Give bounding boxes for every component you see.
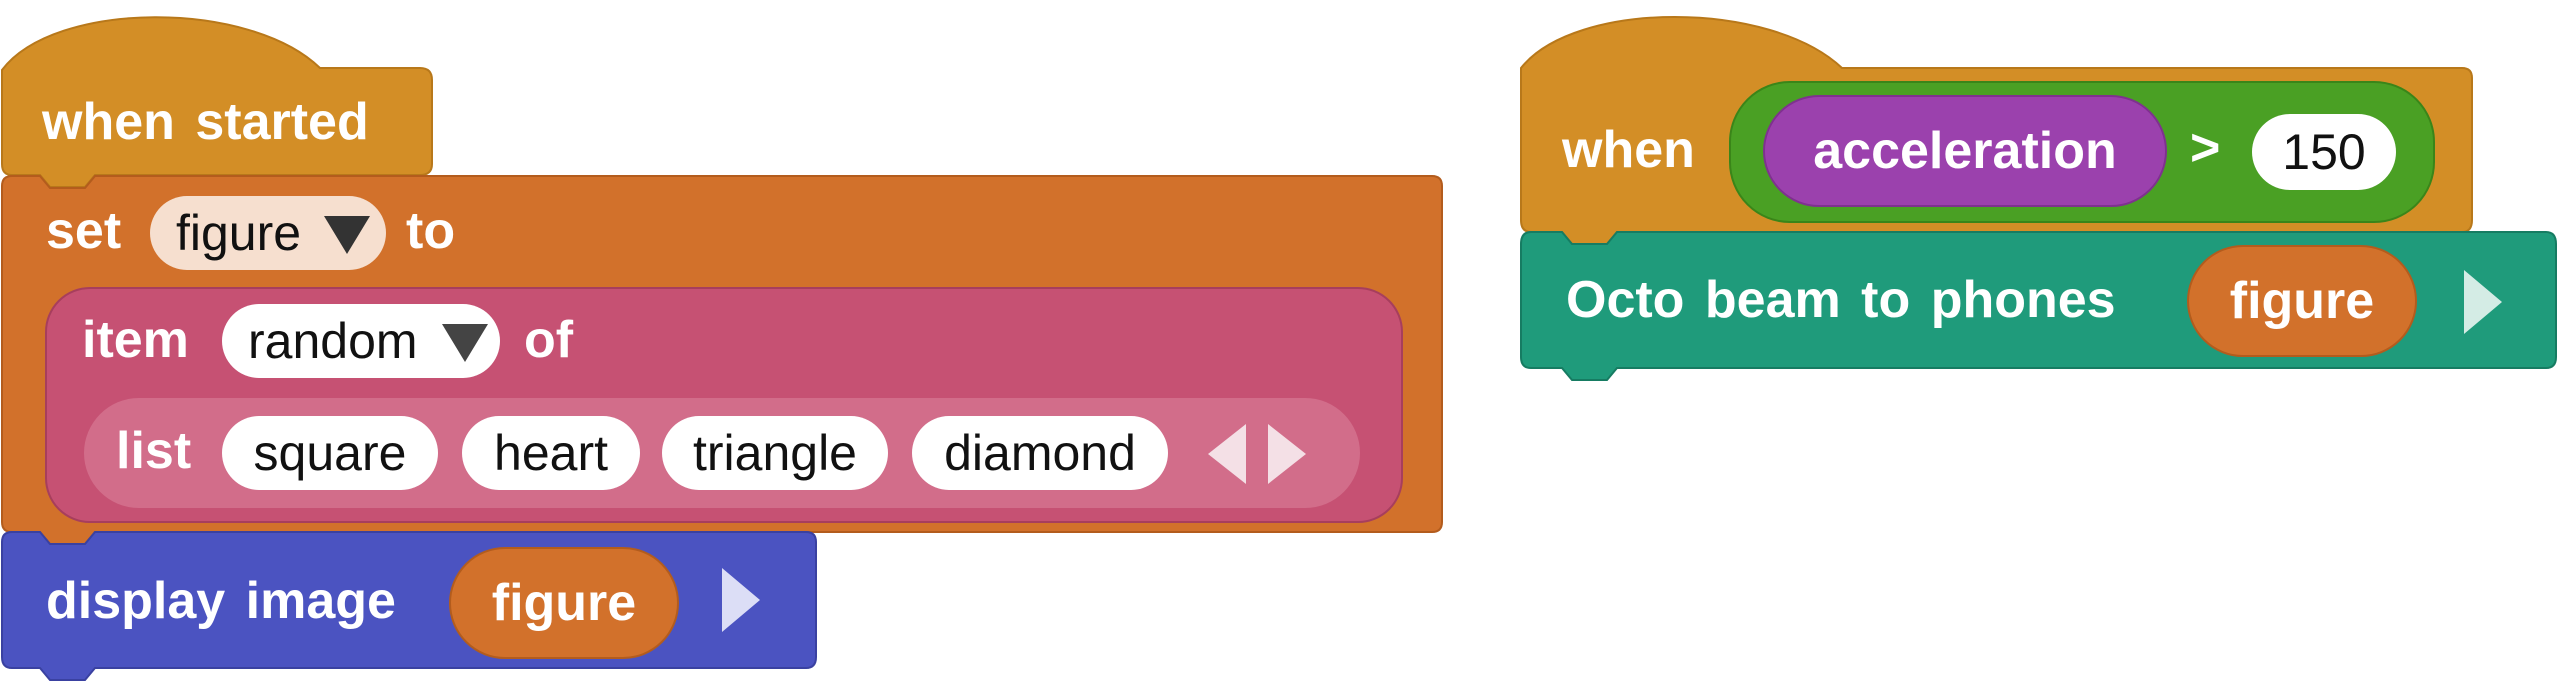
list-item-text: square: [253, 425, 407, 481]
when-label: when: [1562, 121, 1695, 179]
expand-arrow-icon[interactable]: [722, 568, 760, 632]
list-item-pill[interactable]: [222, 416, 438, 490]
threshold-number-input[interactable]: [2252, 114, 2396, 190]
beam-figure-text: figure: [2229, 272, 2375, 330]
add-item-arrow-icon[interactable]: [1268, 424, 1306, 484]
index-dropdown[interactable]: [222, 304, 500, 378]
acceleration-sensor-text: acceleration: [1813, 122, 2117, 180]
index-dropdown-value: random: [248, 313, 418, 369]
octo-beam-label: Octo beam to phones: [1566, 271, 2116, 329]
variable-dropdown[interactable]: [150, 196, 386, 270]
set-label: set: [46, 202, 122, 260]
dropdown-arrow-icon: [442, 324, 488, 362]
variable-dropdown-value: figure: [176, 205, 302, 261]
hat-label: when started: [42, 93, 369, 151]
expand-arrow-icon[interactable]: [2464, 270, 2502, 334]
remove-item-arrow-icon[interactable]: [1208, 424, 1246, 484]
to-label: to: [406, 202, 456, 260]
when-started-hat-block[interactable]: [0, 16, 433, 188]
list-label: list: [116, 422, 192, 480]
display-image-label: display image: [46, 572, 396, 630]
threshold-value: 150: [2282, 124, 2366, 180]
list-item-text: diamond: [944, 425, 1136, 481]
beam-figure-reporter[interactable]: [2187, 245, 2417, 357]
acceleration-sensor-reporter[interactable]: [1763, 95, 2167, 207]
display-figure-reporter[interactable]: [449, 547, 679, 659]
list-item-text: heart: [494, 425, 608, 481]
list-item-text: triangle: [693, 425, 857, 481]
operator-label: >: [2190, 119, 2221, 177]
of-label: of: [524, 311, 574, 369]
display-figure-text: figure: [491, 574, 637, 632]
list-item-pill[interactable]: [662, 416, 888, 490]
dropdown-arrow-icon: [324, 216, 370, 254]
item-label: item: [82, 311, 189, 369]
list-item-pill[interactable]: [912, 416, 1168, 490]
list-item-pill[interactable]: [462, 416, 640, 490]
